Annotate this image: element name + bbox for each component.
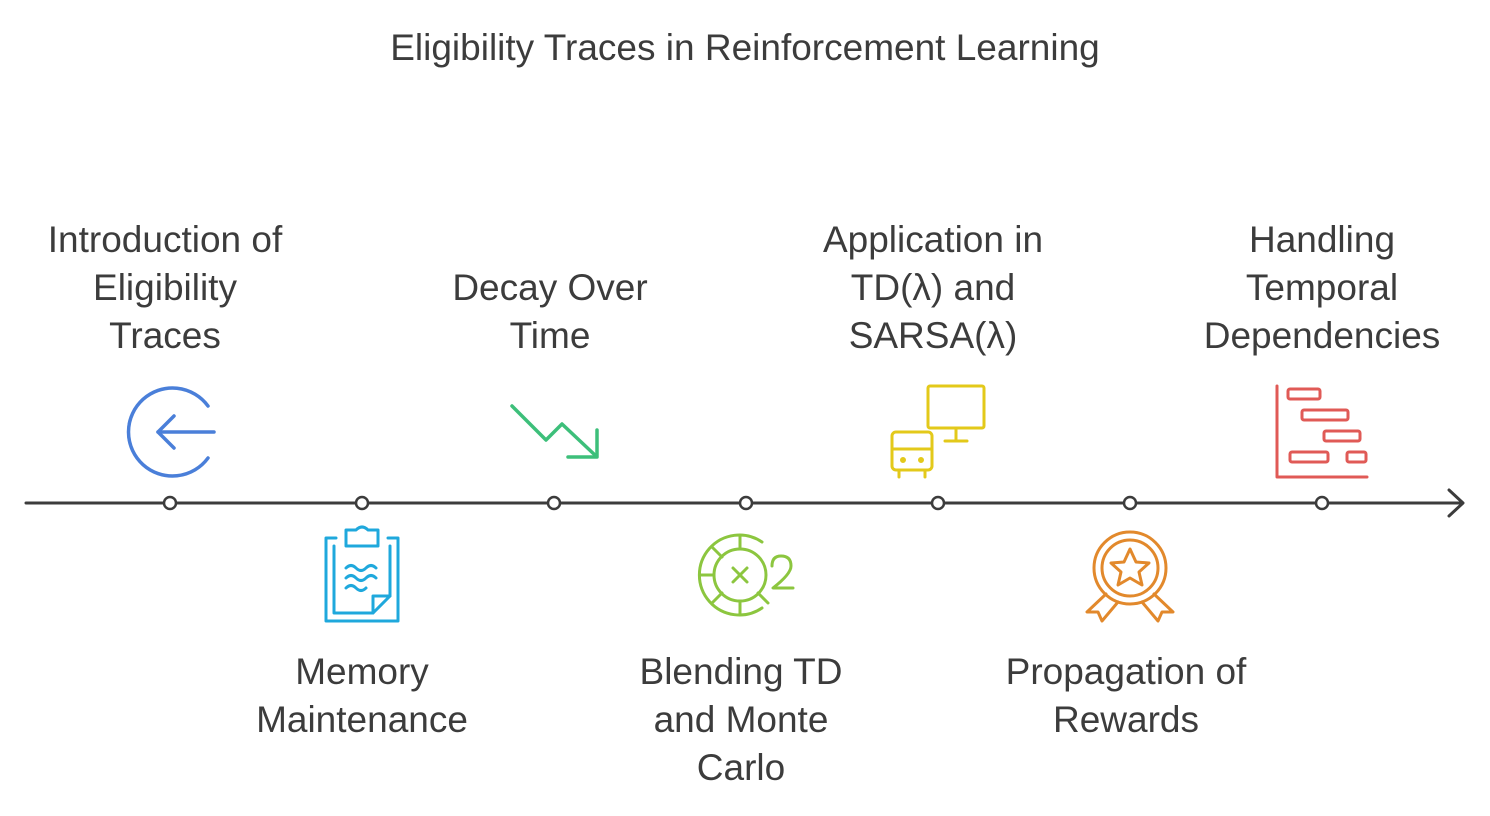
timeline-marker — [1314, 495, 1330, 511]
dial-squared-icon — [697, 533, 795, 617]
timeline-marker — [354, 495, 370, 511]
milestone-label-blending: Blending TD and Monte Carlo — [639, 651, 843, 788]
devices-icon — [890, 384, 986, 479]
milestone-label-handling: Handling Temporal Dependencies — [1203, 219, 1441, 356]
timeline-marker — [738, 495, 754, 511]
trend-down-icon — [510, 404, 599, 459]
arrow-left-circle-icon — [126, 386, 216, 478]
timeline-markers — [162, 495, 1330, 511]
milestone-label-memory: Memory Maintenance — [256, 651, 468, 740]
milestone-label-introduction: Introduction of Eligibility Traces — [47, 219, 283, 356]
clipboard-icon — [324, 525, 400, 623]
timeline-arrowhead — [1447, 488, 1465, 518]
award-icon — [1085, 530, 1175, 623]
timeline-marker — [1122, 495, 1138, 511]
timeline-marker — [546, 495, 562, 511]
timeline-marker — [930, 495, 946, 511]
gantt-chart-icon — [1275, 384, 1369, 479]
timeline-marker — [162, 495, 178, 511]
milestone-label-application: Application in TD(λ) and SARSA(λ) — [822, 219, 1044, 356]
milestone-label-decay: Decay Over Time — [452, 267, 648, 356]
diagram-title: Eligibility Traces in Reinforcement Lear… — [390, 27, 1100, 68]
milestone-label-propagation: Propagation of Rewards — [1005, 651, 1247, 740]
